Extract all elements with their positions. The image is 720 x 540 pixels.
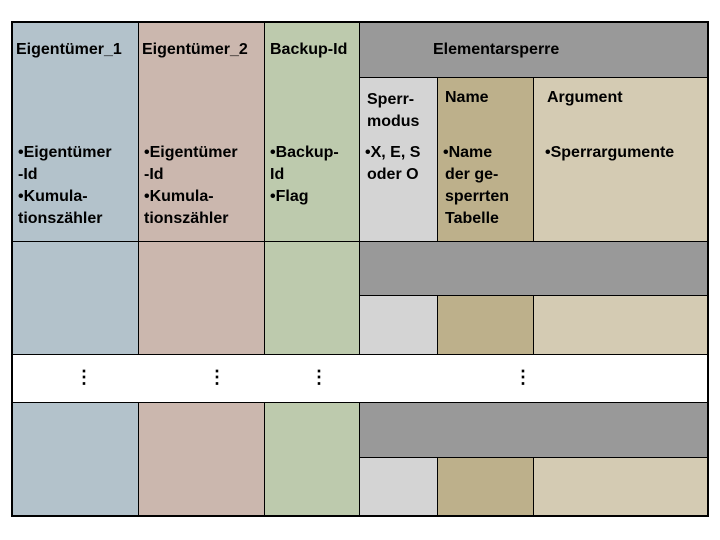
mode-item: •X, E, S (365, 144, 421, 161)
entry2-name (437, 457, 534, 516)
ellipsis-owner1: ⋮ (75, 367, 93, 387)
name-item: sperrten (445, 188, 510, 205)
owner1-item: •Kumula- (18, 188, 88, 205)
lock-title-cell (359, 22, 708, 78)
owner2-item: tionszähler (144, 210, 229, 227)
name-item: •Name (443, 144, 493, 161)
argument-header-cell (533, 77, 708, 242)
entry2-owner2 (138, 402, 265, 516)
name-item: Tabelle (445, 210, 499, 227)
entry2-owner1 (12, 402, 139, 516)
owner2-item: •Kumula- (144, 188, 214, 205)
mode-header-cell (359, 77, 438, 242)
name-title: Name (445, 89, 489, 106)
ellipsis-owner2: ⋮ (208, 367, 226, 387)
mode-title-line-2: modus (367, 113, 420, 130)
ellipsis-row (12, 354, 708, 403)
argument-item: •Sperrargumente (545, 144, 675, 161)
entry2-backup (264, 402, 360, 516)
owner1-item: •Eigentümer (18, 144, 112, 161)
name-item: der ge- (445, 166, 499, 183)
entry1-lock-header (359, 241, 708, 296)
lock-table-diagram: Eigentümer_1 Eigentümer_2 Backup-Id Elem… (12, 22, 708, 516)
owner2-item: -Id (144, 166, 164, 183)
owner1-item: tionszähler (18, 210, 103, 227)
argument-title: Argument (547, 89, 623, 106)
owner1-header-cell (12, 22, 139, 242)
entry1-owner2 (138, 241, 265, 355)
entry1-mode (359, 295, 438, 355)
entry2-mode (359, 457, 438, 516)
entry1-argument (533, 295, 708, 355)
backup-item: Id (270, 166, 285, 183)
entry2-lock-header (359, 402, 708, 458)
owner2-title: Eigentümer_2 (142, 41, 248, 58)
name-header-cell (437, 77, 534, 242)
entry1-backup (264, 241, 360, 355)
mode-title-line-1: Sperr- (367, 91, 415, 108)
ellipsis-lock: ⋮ (514, 367, 532, 387)
backup-title: Backup-Id (270, 41, 348, 58)
backup-item: •Backup- (270, 144, 339, 161)
owner2-header-cell (138, 22, 265, 242)
owner1-title: Eigentümer_1 (16, 41, 122, 58)
entry1-owner1 (12, 241, 139, 355)
ellipsis-backup: ⋮ (310, 367, 328, 387)
owner2-item: •Eigentümer (144, 144, 238, 161)
entry1-name (437, 295, 534, 355)
lock-title: Elementarsperre (433, 41, 560, 58)
mode-item: oder O (367, 166, 419, 183)
entry2-argument (533, 457, 708, 516)
owner1-item: -Id (18, 166, 38, 183)
backup-item: •Flag (270, 188, 309, 205)
